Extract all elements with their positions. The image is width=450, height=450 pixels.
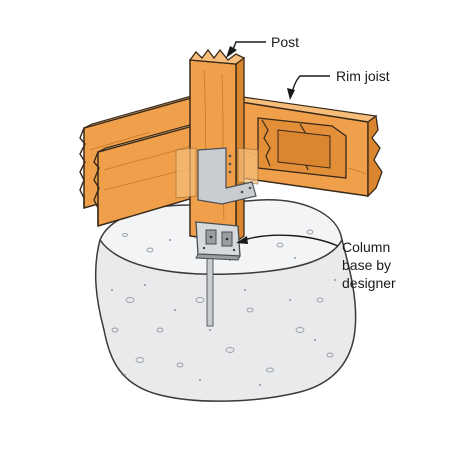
post-label: Post — [271, 34, 299, 50]
post-leader — [226, 41, 266, 58]
rim-joist-end — [367, 114, 383, 198]
column-base — [195, 221, 241, 261]
post-top — [188, 48, 246, 65]
column-base-leader — [236, 234, 339, 247]
concrete-footing — [94, 199, 357, 402]
column-base-label: Column base by designer — [342, 239, 396, 291]
column-base-label-line-2: base by — [342, 257, 391, 273]
column-base-label-line-3: designer — [342, 275, 396, 291]
concrete-footing-body — [94, 239, 357, 402]
concrete-texture — [111, 229, 334, 373]
rim-joist — [226, 95, 383, 198]
metal-connector — [197, 147, 257, 205]
column-base-label-line-1: Column — [342, 239, 390, 255]
rim-joist-label: Rim joist — [336, 68, 390, 84]
left-beam — [79, 91, 209, 228]
anchor-rod — [206, 257, 214, 327]
rim-joist-leader — [287, 75, 330, 100]
